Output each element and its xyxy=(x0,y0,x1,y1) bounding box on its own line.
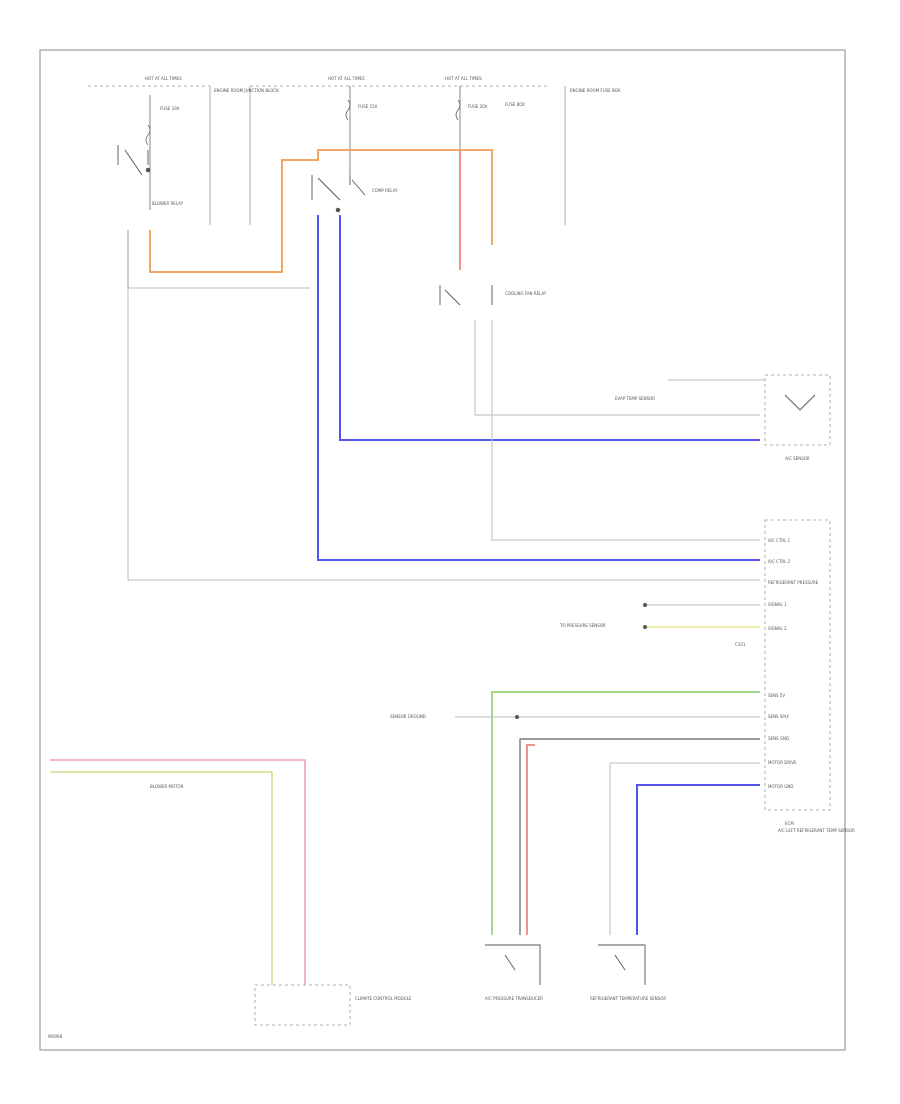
fuse-right-symbol xyxy=(455,86,461,150)
diagram-frame xyxy=(39,49,846,1051)
module-pin-2: A/C CTRL 2 xyxy=(768,559,791,564)
fuse-box-right-label: HOT AT ALL TIMES xyxy=(445,76,482,81)
fuse-box-mid-label: HOT AT ALL TIMES xyxy=(328,76,365,81)
fuse-left-symbol xyxy=(145,95,151,210)
fuse-mid-label: FUSE 15A xyxy=(358,104,378,109)
left-harness-label: BLOWER MOTOR xyxy=(150,784,184,789)
evap-module-label: A/C LEFT REFRIGERANT TEMP SENSOR xyxy=(778,828,855,833)
bottom-left-device-box xyxy=(254,984,351,1026)
thin-gray-wire xyxy=(127,287,760,581)
bottom-mid-device-symbol xyxy=(485,944,541,985)
pink-wire-left xyxy=(50,759,306,985)
sensor-top-name: A/C SENSOR xyxy=(785,456,810,461)
mid-signal-wire-2 xyxy=(491,320,760,541)
bottom-right-device-symbol xyxy=(598,944,646,985)
module-pin-4: SIGNAL 1 xyxy=(768,602,787,607)
module-box xyxy=(764,519,831,811)
bottom-left-device-label: CLIMATE CONTROL MODULE xyxy=(355,996,412,1001)
dark-wire-module xyxy=(519,738,760,935)
bottom-mid-device-label: A/C PRESSURE TRANSDUCER xyxy=(485,996,543,1001)
blue-wire-inner xyxy=(339,215,760,441)
sensor-top-box xyxy=(764,374,831,446)
thin-wire-motor xyxy=(609,762,760,935)
fuse-box-mid xyxy=(249,85,566,225)
sensor-top-label: EVAP TEMP SENSOR xyxy=(615,396,655,401)
fuse-left-block-label: ENGINE ROOM JUNCTION BLOCK xyxy=(214,88,279,93)
module-pin-lower-2: SENS SPLY xyxy=(768,714,790,719)
relay-mid-symbol xyxy=(311,175,366,213)
blue-wire-bottom xyxy=(636,784,760,935)
module-pin-3: REFRIGERANT PRESSURE xyxy=(768,580,819,585)
relay-right-symbol xyxy=(439,285,493,306)
orange-wire xyxy=(149,149,493,273)
module-pin-lower-4: MOTOR DRIVE xyxy=(768,760,797,765)
relay-right-label: COOLING FAN RELAY xyxy=(505,291,547,296)
sensor-ground-label: SENSOR GROUND xyxy=(390,714,426,719)
module-name: ECM xyxy=(785,821,794,826)
red-wire-module xyxy=(526,744,535,935)
blue-wire-outer xyxy=(317,215,760,561)
module-pin-1: A/C CTRL 1 xyxy=(768,538,791,543)
module-pin-lower-1: SENS 5V xyxy=(768,693,785,698)
fuse-right-label: FUSE 20A xyxy=(468,104,488,109)
diagram-id: W0098 xyxy=(48,1034,63,1039)
module-pin-5: SIGNAL 2 xyxy=(768,626,787,631)
fuse-mid-block-label: FUSE BOX xyxy=(505,102,525,107)
module-signal-dot-1 xyxy=(643,603,647,607)
fuse-mid-symbol xyxy=(345,86,351,175)
module-connector-label: C101 xyxy=(735,642,746,647)
sensor-ground-dot xyxy=(515,715,519,719)
yellow-wire-dot xyxy=(643,625,647,629)
pressure-note: TO PRESSURE SENSOR xyxy=(559,623,606,628)
fuse-box-left-label: HOT AT ALL TIMES xyxy=(145,76,182,81)
green-wire-module xyxy=(491,691,760,935)
bottom-right-device-label: REFRIGERANT TEMPERATURE SENSOR xyxy=(590,996,666,1001)
green-wire-left xyxy=(50,771,273,985)
fuse-box-left xyxy=(88,85,211,225)
mid-signal-wire xyxy=(474,320,760,416)
fuse-right-block-label: ENGINE ROOM FUSE BOX xyxy=(570,88,621,93)
relay-mid-label: COMP RELAY xyxy=(372,188,398,193)
sensor-top-symbol xyxy=(784,394,816,411)
module-pin-lower-5: MOTOR GND xyxy=(768,784,793,789)
fuse-left-label: FUSE 10A xyxy=(160,106,180,111)
module-pin-lower-3: SENS GND xyxy=(768,736,789,741)
relay-left-symbol xyxy=(117,145,151,176)
relay-left-label: BLOWER RELAY xyxy=(152,201,184,206)
